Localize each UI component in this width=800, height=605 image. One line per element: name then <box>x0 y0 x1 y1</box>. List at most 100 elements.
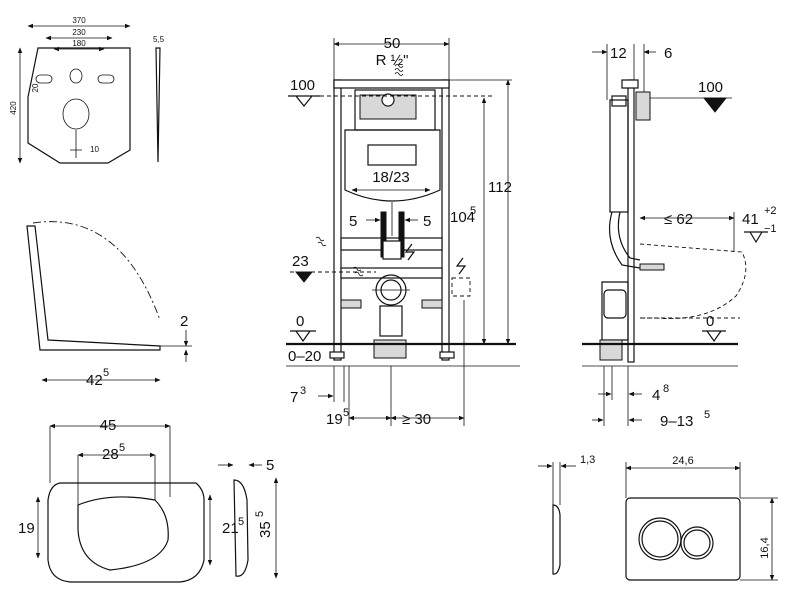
sound-pad-outline <box>27 47 131 164</box>
side-frame-rail <box>627 79 635 363</box>
dim-label-5-5: 5,5 <box>153 35 165 44</box>
dim-label-12: 12 <box>610 45 627 62</box>
dim-label-21-5: 21 <box>222 520 239 537</box>
side-flush-pipe-inner <box>617 211 641 261</box>
dim-label-1-3: 1,3 <box>580 454 595 466</box>
dim-label-10: 10 <box>90 145 99 154</box>
frame-foot-left <box>329 351 345 359</box>
water-supply-connector <box>381 93 395 107</box>
seat-open-arc <box>32 221 161 321</box>
dim-label-18-23: 18/23 <box>372 169 410 186</box>
dim-label-420: 420 <box>9 101 18 115</box>
frame-top-bar <box>333 79 450 89</box>
cistern-window <box>367 144 417 166</box>
dim-label-41-tol-minus: −1 <box>764 223 777 235</box>
side-frame-top <box>621 79 639 89</box>
dim-label-30: ≥ 30 <box>402 411 431 428</box>
sound-pad-slot-left <box>35 74 53 84</box>
seat-top-view: 45 28 5 19 21 5 <box>18 417 244 583</box>
dim-label-35-5-sup: 5 <box>254 511 266 517</box>
frame-bracket-right <box>421 299 443 309</box>
lid-profile <box>233 479 249 577</box>
sound-pad-drain-slot <box>70 130 82 158</box>
dim-label-20: 20 <box>31 83 40 92</box>
dim-label-180: 180 <box>72 39 86 48</box>
level-marker-100 <box>288 95 320 107</box>
flush-plate-profile <box>552 504 561 575</box>
dim-label-5: 5 <box>266 457 274 474</box>
dim-label-112: 112 <box>488 179 512 196</box>
dim-label-21-5-sup: 5 <box>238 516 244 528</box>
side-section-view: 12 6 100 ≤ 62 41 +2 −1 0 4 8 9–13 5 <box>582 44 777 430</box>
dim-label-7-sup: 3 <box>300 385 306 397</box>
water-symbol-side <box>315 236 327 247</box>
side-flush-pipe <box>609 211 641 269</box>
dim-label-19-5: 19 <box>326 411 343 428</box>
dim-label-16-4: 16,4 <box>759 537 771 558</box>
side-level-label-0: 0 <box>706 313 714 330</box>
dim-label-5-right: 5 <box>423 213 431 230</box>
side-level-marker-0 <box>702 330 726 343</box>
drain-bend <box>379 305 403 337</box>
sound-pad-view: 370 230 180 420 20 10 5,5 <box>9 16 165 164</box>
flush-button-small-inner <box>683 529 711 557</box>
flush-plate-frame <box>625 497 741 581</box>
sound-pad-hole-center <box>69 68 83 84</box>
seat-outline <box>47 482 205 583</box>
dim-label-5-left: 5 <box>349 213 357 230</box>
sound-pad-slot-right <box>97 74 115 84</box>
floor-range-label: 0–20 <box>288 348 321 365</box>
dim-label-42-5-sup: 5 <box>103 367 109 379</box>
side-cistern-valve <box>635 91 651 121</box>
dim-label-41-tol-plus: +2 <box>764 205 777 217</box>
flush-button-small-outer <box>680 526 714 560</box>
drain-bottom <box>373 339 407 359</box>
dim-label-4: 4 <box>652 387 660 404</box>
dim-label-62: ≤ 62 <box>664 211 693 228</box>
seat-side-view: 2 42 5 <box>26 221 192 389</box>
electric-symbol-frame <box>404 243 416 261</box>
side-cistern-cap <box>611 95 627 107</box>
wc-bowl-outline <box>639 243 747 319</box>
frame-bracket-left <box>340 299 362 309</box>
dim-label-28-5: 28 <box>102 446 119 463</box>
frame-crossbar-lower <box>340 267 443 279</box>
side-drain-pipe <box>601 281 629 341</box>
side-cistern-body <box>609 99 629 213</box>
dim-label-24-6: 24,6 <box>672 455 693 467</box>
level-marker-23 <box>294 271 314 283</box>
flush-button-large-inner <box>641 520 679 558</box>
sound-pad-outlet <box>62 98 90 130</box>
dim-label-35-5: 35 <box>257 521 274 538</box>
cistern-body <box>344 129 441 202</box>
thread-label: R ½" <box>376 52 409 69</box>
frame-foot-right <box>439 351 455 359</box>
dim-label-50: 50 <box>384 35 401 52</box>
dim-label-2: 2 <box>180 313 188 330</box>
side-level-label-100: 100 <box>698 79 723 96</box>
dim-label-104-5-sup: 5 <box>470 205 476 217</box>
dim-label-9-13-sup: 5 <box>704 409 710 421</box>
flush-plate-view: 1,3 24,6 16,4 <box>538 454 778 581</box>
frame-right-rail <box>441 79 450 361</box>
dim-label-19: 19 <box>18 520 35 537</box>
frame-left-rail <box>333 79 342 361</box>
dim-label-7: 7 <box>290 389 298 406</box>
level-label-0: 0 <box>296 313 304 330</box>
dim-label-9-13: 9–13 <box>660 413 693 430</box>
dim-label-42-5: 42 <box>86 372 103 389</box>
dim-label-230: 230 <box>72 28 86 37</box>
level-label-23: 23 <box>292 253 309 270</box>
dim-label-104-5: 104 <box>450 209 475 226</box>
electrical-box <box>451 277 471 297</box>
dim-label-41: 41 <box>742 211 759 228</box>
water-inlet <box>382 240 402 260</box>
side-bracket <box>639 263 665 271</box>
level-marker-0 <box>290 330 316 343</box>
side-drain-bend <box>603 289 627 319</box>
seat-opening <box>77 496 169 571</box>
dim-label-4-sup: 8 <box>663 383 669 395</box>
lid-side-view: 5 35 5 <box>218 457 279 579</box>
